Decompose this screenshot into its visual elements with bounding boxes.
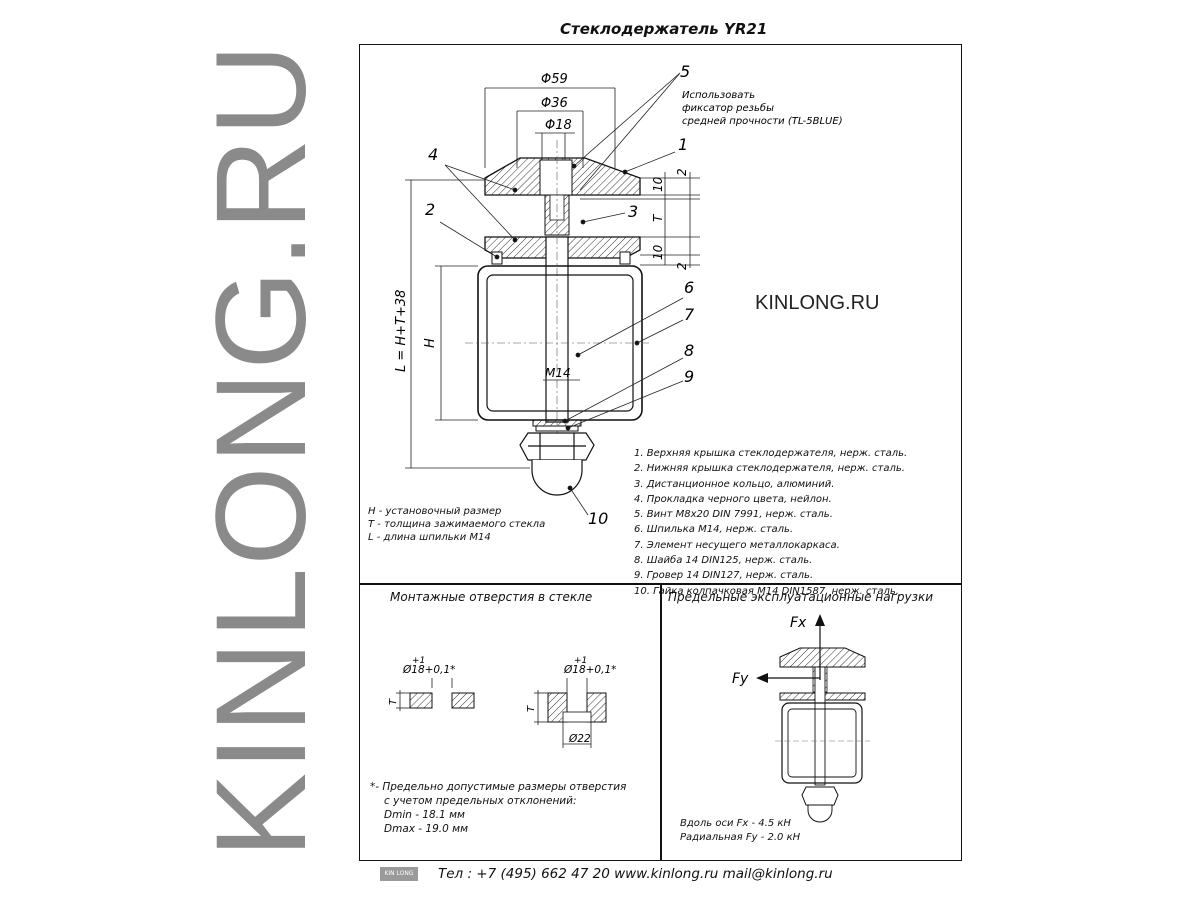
drawing-title: Стеклодержатель YR21 xyxy=(560,20,768,38)
svg-text:Ø18+0,1*: Ø18+0,1* xyxy=(563,664,616,676)
note-line-3: средней прочности (TL-5BLUE) xyxy=(682,116,843,127)
callout-8: 8 xyxy=(684,341,694,360)
force-fx: Fx xyxy=(790,615,807,631)
parts-list-item: 6. Шпилька M14, нерж. сталь. xyxy=(634,524,794,536)
dim-t: T xyxy=(651,213,665,222)
dim-m14: M14 xyxy=(545,366,571,380)
parts-list: 1. Верхняя крышка стеклодержателя, нерж.… xyxy=(634,446,907,599)
thickness-dimensions xyxy=(580,172,700,268)
force-fy: Fy xyxy=(732,671,749,687)
callout-9: 9 xyxy=(684,367,694,386)
legend-item: L - длина шпильки M14 xyxy=(368,532,491,543)
svg-text:T: T xyxy=(526,705,537,712)
svg-text:T: T xyxy=(388,698,399,705)
callout-10: 10 xyxy=(588,509,608,528)
legend-item: T - толщина зажимаемого стекла xyxy=(368,519,546,530)
dim-d18: Φ18 xyxy=(545,118,572,133)
callout-2: 2 xyxy=(425,200,435,219)
load-line: Радиальная Fy - 2.0 кН xyxy=(680,831,801,843)
svg-text:Ø22: Ø22 xyxy=(568,733,591,745)
legend-item: H - установочный размер xyxy=(368,506,502,517)
parts-list-item: 4. Прокладка черного цвета, нейлон. xyxy=(634,493,832,505)
footnote-line: *- Предельно допустимые размеры отверсти… xyxy=(370,781,627,793)
loads-values: Вдоль оси Fx - 4.5 кН Радиальная Fy - 2.… xyxy=(680,817,800,844)
dim-10-top: 10 xyxy=(651,176,665,192)
callout-leaders xyxy=(439,72,684,516)
load-line: Вдоль оси Fx - 4.5 кН xyxy=(680,818,791,829)
svg-text:Ø18+0,1*: Ø18+0,1* xyxy=(402,664,455,676)
footnote-line: Dmax - 19.0 мм xyxy=(384,823,468,835)
svg-text:+1: +1 xyxy=(574,656,587,666)
dim-l: L = H+T+38 xyxy=(394,290,409,372)
hole-detail-simple: +1 Ø18+0,1* T xyxy=(388,656,475,711)
length-dimensions xyxy=(405,179,530,469)
kinlong-logo: KIN LONG xyxy=(380,867,418,881)
dim-d59: Φ59 xyxy=(541,72,568,87)
parts-list-item: 9. Гровер 14 DIN127, нерж. сталь. xyxy=(634,570,814,582)
loads-drawing: Fx Fy xyxy=(732,614,870,823)
footnote-line: с учетом предельных отклонений: xyxy=(384,795,577,807)
parts-list-item: 5. Винт M8x20 DIN 7991, нерж. сталь. xyxy=(634,509,833,521)
parts-list-item: 7. Элемент несущего металлокаркаса. xyxy=(634,539,840,551)
parts-list-item: 2. Нижняя крышка стеклодержателя, нерж. … xyxy=(634,463,905,475)
callout-4: 4 xyxy=(428,145,438,164)
dim-2-top: 2 xyxy=(675,168,689,176)
note-line-2: фиксатор резьбы xyxy=(682,102,774,114)
parts-list-item: 1. Верхняя крышка стеклодержателя, нерж.… xyxy=(634,448,908,459)
svg-text:+1: +1 xyxy=(412,656,425,666)
dim-h: H xyxy=(423,338,438,348)
callout-1: 1 xyxy=(678,135,688,154)
contact-footer: Тел : +7 (495) 662 47 20 www.kinlong.ru … xyxy=(438,866,833,882)
loads-section-title: Предельные эксплуатационные нагрузки xyxy=(668,590,934,604)
parts-list-item: 8. Шайба 14 DIN125, нерж. сталь. xyxy=(634,555,813,567)
footnote-line: Dmin - 18.1 мм xyxy=(384,809,465,821)
parts-list-item: 3. Дистанционное кольцо, алюминий. xyxy=(634,478,835,490)
grover xyxy=(535,425,579,432)
note-line-1: Использовать xyxy=(682,90,755,101)
dim-2-bottom: 2 xyxy=(675,262,689,270)
callout-3: 3 xyxy=(628,202,638,221)
upper-cap xyxy=(484,157,641,196)
dimension-legend: H - установочный размер T - толщина зажи… xyxy=(368,505,545,544)
frame-divider-vertical xyxy=(660,583,662,861)
hole-detail-countersunk: +1 Ø18+0,1* T Ø22 xyxy=(526,656,616,748)
hole-tolerance-note: *- Предельно допустимые размеры отверсти… xyxy=(370,780,626,836)
callout-7: 7 xyxy=(684,305,695,324)
parts-list-item: 10. Гайка колпачковая M14 DIN1587, нерж.… xyxy=(634,585,899,597)
holes-section-title: Монтажные отверстия в стекле xyxy=(390,590,593,604)
washer xyxy=(532,419,582,427)
brand-label: KINLONG.RU xyxy=(755,292,880,314)
dim-d36: Φ36 xyxy=(541,96,568,111)
callout-6: 6 xyxy=(684,278,694,297)
dim-10-bottom: 10 xyxy=(651,244,665,260)
cap-nut xyxy=(519,432,595,496)
callout-5: 5 xyxy=(680,62,690,81)
